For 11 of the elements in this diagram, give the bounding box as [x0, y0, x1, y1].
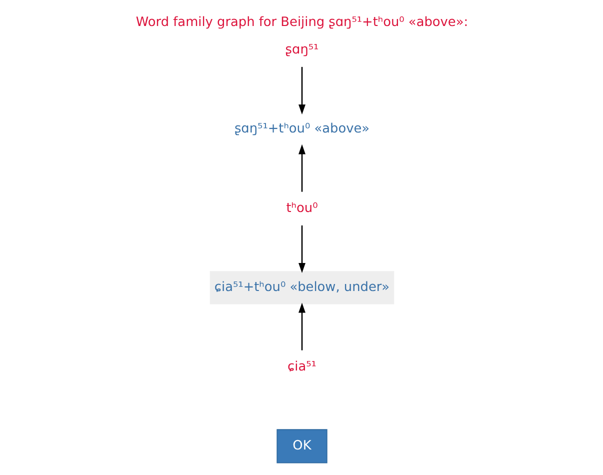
diagram-title: Word family graph for Beijing ʂɑŋ⁵¹+tʰou⁰ «above»:: [135, 15, 468, 30]
label: OK: [292, 438, 311, 454]
arrow: [298, 144, 305, 192]
node-text: ɕia⁵¹: [287, 359, 316, 374]
node-text: ʂɑŋ⁵¹: [284, 42, 318, 58]
node-box: ɕia⁵¹+tʰou⁰ «below, under»: [209, 271, 394, 304]
arrow: [298, 66, 305, 114]
arrow: [298, 302, 305, 350]
arrow: [298, 225, 305, 273]
node-text: ʂɑŋ⁵¹+tʰou⁰ «above»: [234, 122, 370, 137]
node-text: tʰou⁰: [286, 200, 318, 216]
